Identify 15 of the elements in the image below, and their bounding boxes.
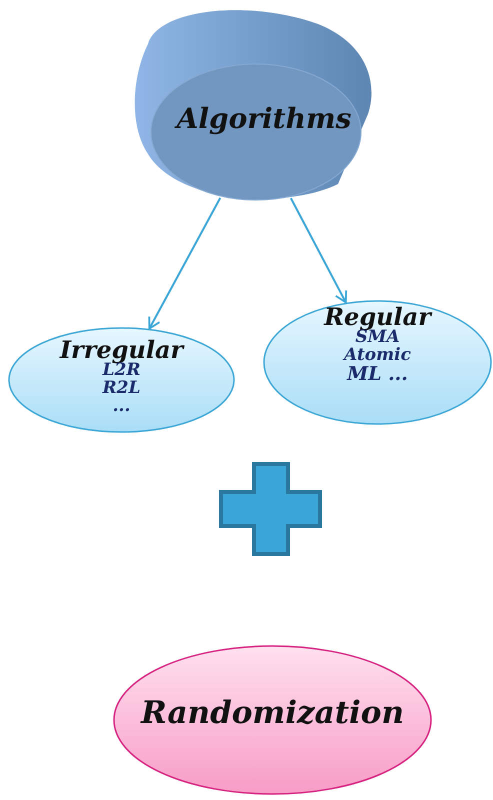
- ellipse-node: [113, 645, 432, 795]
- node-title: Algorithms: [176, 104, 352, 134]
- node-title: Irregular: [60, 337, 184, 362]
- ellipse-node: [263, 300, 492, 425]
- arrow: [148, 197, 222, 330]
- node-item: ...: [112, 398, 130, 416]
- node-title: Regular: [324, 304, 431, 330]
- node-item: SMA: [355, 329, 400, 348]
- node-item: ML ...: [347, 364, 408, 385]
- ellipse-node: [8, 327, 235, 433]
- arrow: [290, 198, 348, 304]
- node-item: R2L: [102, 380, 140, 398]
- node-item: L2R: [102, 362, 140, 380]
- node-item: Atomic: [344, 347, 411, 365]
- node-title: Randomization: [140, 697, 404, 730]
